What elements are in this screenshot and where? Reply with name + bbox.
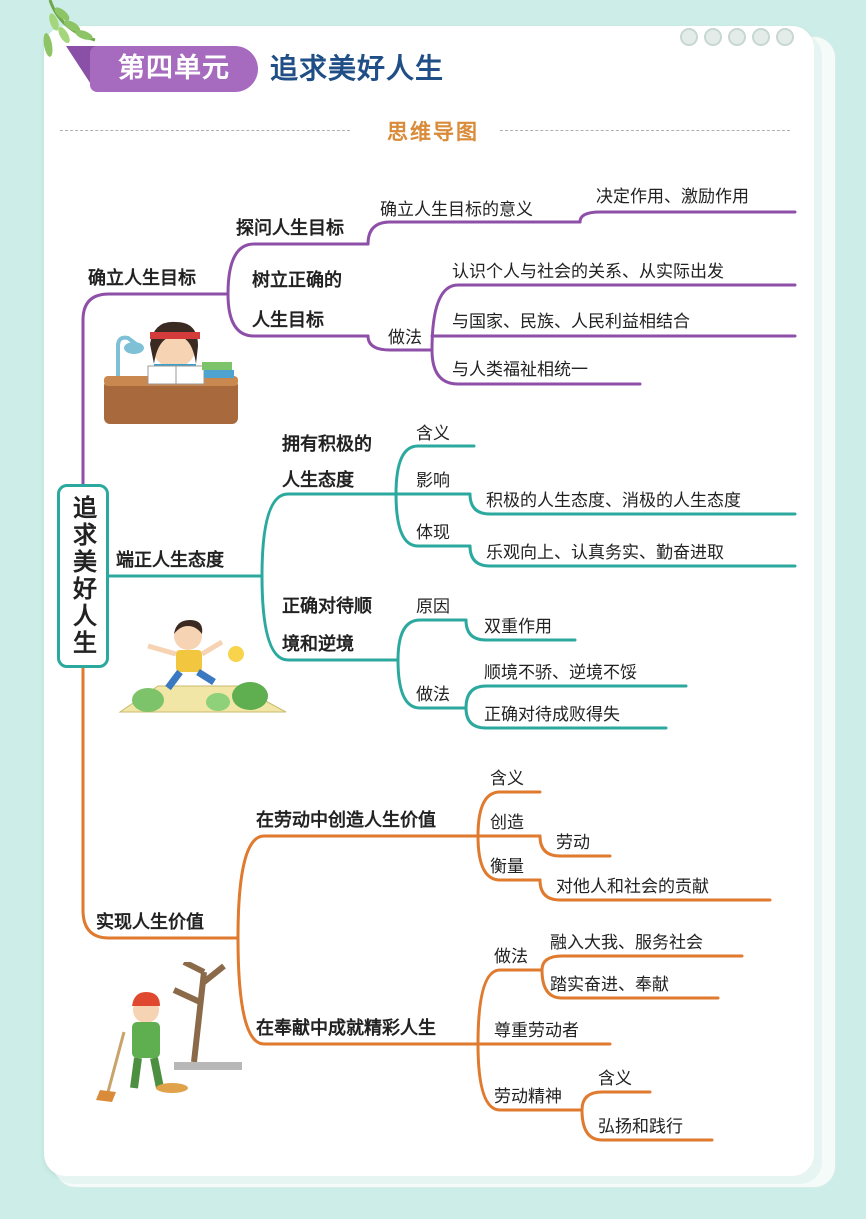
b1-c2-g1-label: 做法 xyxy=(388,328,422,348)
b3-c2-g3-h2: 弘扬和践行 xyxy=(598,1117,683,1137)
binder-ring xyxy=(776,28,794,46)
b2-c1-g2-label: 影响 xyxy=(416,471,450,491)
b2-c1-label-line1: 拥有积极的 xyxy=(282,434,372,455)
divider-right xyxy=(500,130,790,131)
b2-c2-label-line2: 境和逆境 xyxy=(282,634,354,655)
sweeping-worker-illustration xyxy=(96,962,242,1102)
b3-c1-g2-label: 创造 xyxy=(490,813,524,833)
b2-c2-g2-label: 做法 xyxy=(416,685,450,705)
b1-c2-label-line2: 人生目标 xyxy=(252,310,324,331)
b3-c2-label: 在奉献中成就精彩人生 xyxy=(256,1018,436,1039)
b2-c1-label-line2: 人生态度 xyxy=(282,470,354,491)
jumping-boy-illustration xyxy=(118,620,287,713)
binder-ring xyxy=(728,28,746,46)
leaf-decoration xyxy=(43,0,96,57)
b1-c2-g1-h1: 认识个人与社会的关系、从实际出发 xyxy=(452,262,724,282)
binder-ring xyxy=(680,28,698,46)
b3-c2-g1-label: 做法 xyxy=(494,947,528,967)
b2-c1-g2-h1: 积极的人生态度、消极的人生态度 xyxy=(486,491,741,511)
b3-c1-g3-h1: 对他人和社会的贡献 xyxy=(556,877,709,897)
b2-c2-g1-h1: 双重作用 xyxy=(484,617,552,637)
b2-c2-g2-h1: 顺境不骄、逆境不馁 xyxy=(484,663,637,683)
center-node-label: 追求美好人生 xyxy=(68,495,97,657)
binder-ring xyxy=(704,28,722,46)
b3-c2-g2: 尊重劳动者 xyxy=(494,1021,579,1041)
b3-c1-g3-label: 衡量 xyxy=(490,857,524,877)
b1-c1-g1-label: 确立人生目标的意义 xyxy=(380,200,533,220)
branch-3-label: 实现人生价值 xyxy=(96,912,204,933)
b3-c2-g1-h1: 融入大我、服务社会 xyxy=(550,933,703,953)
binder-ring xyxy=(752,28,770,46)
notebook-page xyxy=(44,26,814,1176)
section-title: 思维导图 xyxy=(387,120,479,144)
divider-left xyxy=(60,130,350,131)
branch-1-label: 确立人生目标 xyxy=(88,268,196,289)
b3-c2-g1-h2: 踏实奋进、奉献 xyxy=(550,975,669,995)
unit-title: 追求美好人生 xyxy=(270,52,445,85)
b3-c1-label: 在劳动中创造人生价值 xyxy=(256,810,436,831)
b2-c1-g1: 含义 xyxy=(416,424,450,444)
b3-c1-g2-h1: 劳动 xyxy=(556,833,590,853)
b1-c2-g1-h2: 与国家、民族、人民利益相结合 xyxy=(452,312,690,332)
unit-badge: 第四单元 xyxy=(90,46,258,92)
b2-c1-g3-label: 体现 xyxy=(416,523,450,543)
branch-3-lines xyxy=(81,666,772,1142)
b3-c2-g3-label: 劳动精神 xyxy=(494,1087,562,1107)
branch-2-label: 端正人生态度 xyxy=(116,550,224,571)
center-node: 追求美好人生 xyxy=(57,484,109,668)
b1-c2-g1-h3: 与人类福祉相统一 xyxy=(452,360,588,380)
b2-c1-g3-h1: 乐观向上、认真务实、勤奋进取 xyxy=(486,543,724,563)
b1-c1-label: 探问人生目标 xyxy=(236,218,344,239)
b2-c2-g1-label: 原因 xyxy=(416,597,450,617)
branch-2-lines xyxy=(107,444,797,730)
b1-c1-g1-h1: 决定作用、激励作用 xyxy=(596,187,749,207)
b3-c2-g3-h1: 含义 xyxy=(598,1069,632,1089)
student-reading-illustration xyxy=(104,321,238,424)
b2-c2-g2-h2: 正确对待成败得失 xyxy=(484,705,620,725)
branch-1-lines xyxy=(81,210,797,486)
b1-c2-label-line1: 树立正确的 xyxy=(252,270,342,291)
b2-c2-label-line1: 正确对待顺 xyxy=(282,596,372,617)
b3-c1-g1: 含义 xyxy=(490,769,524,789)
